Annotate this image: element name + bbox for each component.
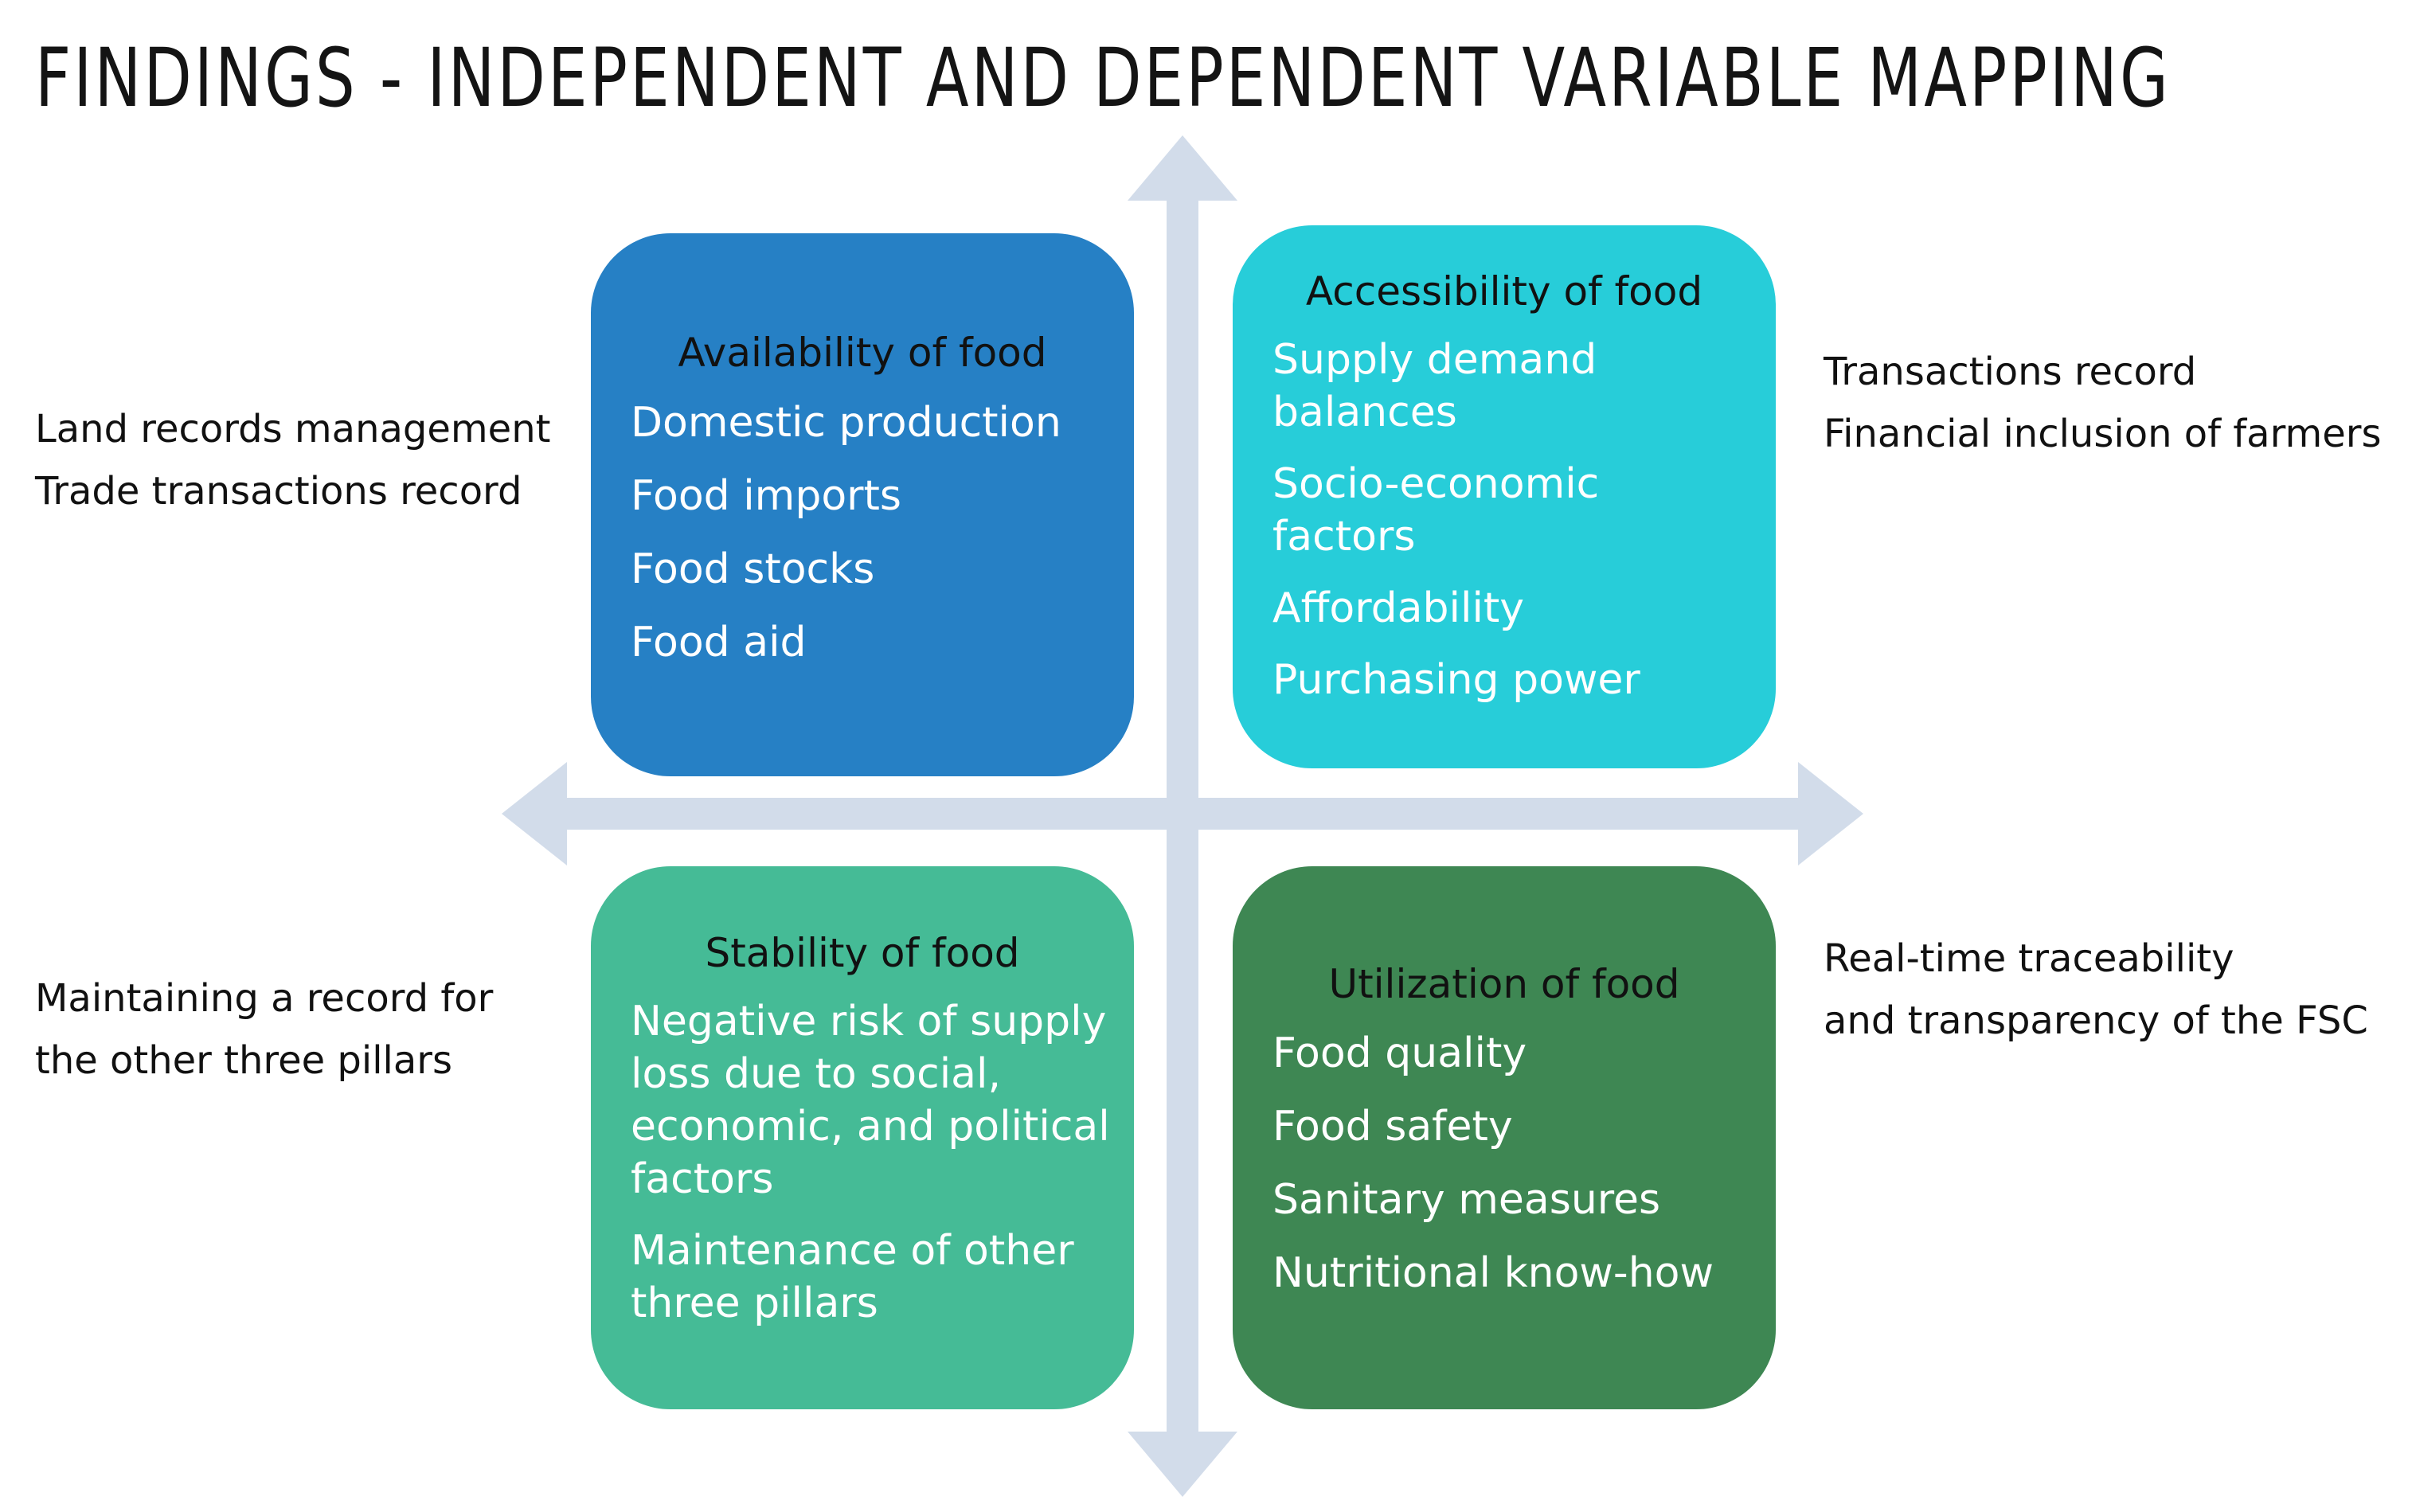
note-line: and transparency of the FSC — [1824, 998, 2368, 1043]
note-line: Transactions record — [1824, 350, 2197, 394]
list-item: Domestic production — [631, 399, 1061, 447]
utilization-quadrant: Utilization of food Food quality Food sa… — [1233, 866, 1776, 1409]
slide-title: FINDINGS - INDEPENDENT AND DEPENDENT VAR… — [35, 31, 2171, 126]
list-item: Socio-economic factors — [1272, 460, 1600, 561]
list-item: Supply demand balances — [1272, 336, 1597, 436]
utilization-heading: Utilization of food — [1328, 961, 1680, 1007]
note-line: the other three pillars — [35, 1038, 453, 1083]
note-top-left: Land records management Trade transactio… — [35, 398, 550, 522]
stability-quadrant: Stability of food Negative risk of suppl… — [591, 866, 1134, 1409]
list-item: Sanitary measures — [1272, 1176, 1661, 1224]
note-line: Financial inclusion of farmers — [1824, 412, 2382, 456]
stability-heading: Stability of food — [705, 930, 1020, 976]
availability-list: Domestic production Food imports Food st… — [631, 397, 1110, 690]
list-item: Negative risk of supply loss due to soci… — [631, 998, 1110, 1203]
list-item: Nutritional know-how — [1272, 1249, 1714, 1297]
utilization-list: Food quality Food safety Sanitary measur… — [1272, 1027, 1752, 1320]
note-line: Maintaining a record for — [35, 976, 494, 1021]
note-line: Trade transactions record — [35, 469, 522, 514]
note-bottom-left: Maintaining a record for the other three… — [35, 967, 493, 1092]
note-top-right: Transactions record Financial inclusion … — [1824, 341, 2382, 465]
note-line: Land records management — [35, 407, 551, 451]
accessibility-heading: Accessibility of food — [1305, 268, 1703, 315]
note-bottom-right: Real-time traceability and transparency … — [1824, 928, 2368, 1052]
note-line: Real-time traceability — [1824, 936, 2234, 981]
accessibility-list: Supply demand balances Socio-economic fa… — [1272, 334, 1680, 725]
stability-list: Negative risk of supply loss due to soci… — [631, 995, 1118, 1349]
list-item: Purchasing power — [1272, 656, 1640, 704]
list-item: Affordability — [1272, 584, 1525, 632]
availability-quadrant: Availability of food Domestic production… — [591, 233, 1134, 776]
list-item: Food stocks — [631, 545, 875, 593]
availability-heading: Availability of food — [678, 330, 1047, 376]
list-item: Food safety — [1272, 1103, 1513, 1151]
list-item: Food aid — [631, 619, 807, 666]
list-item: Food quality — [1272, 1029, 1527, 1077]
accessibility-quadrant: Accessibility of food Supply demand bala… — [1233, 225, 1776, 768]
list-item: Maintenance of other three pillars — [631, 1227, 1074, 1327]
list-item: Food imports — [631, 472, 902, 520]
horizontal-axis-arrow — [502, 762, 1863, 865]
